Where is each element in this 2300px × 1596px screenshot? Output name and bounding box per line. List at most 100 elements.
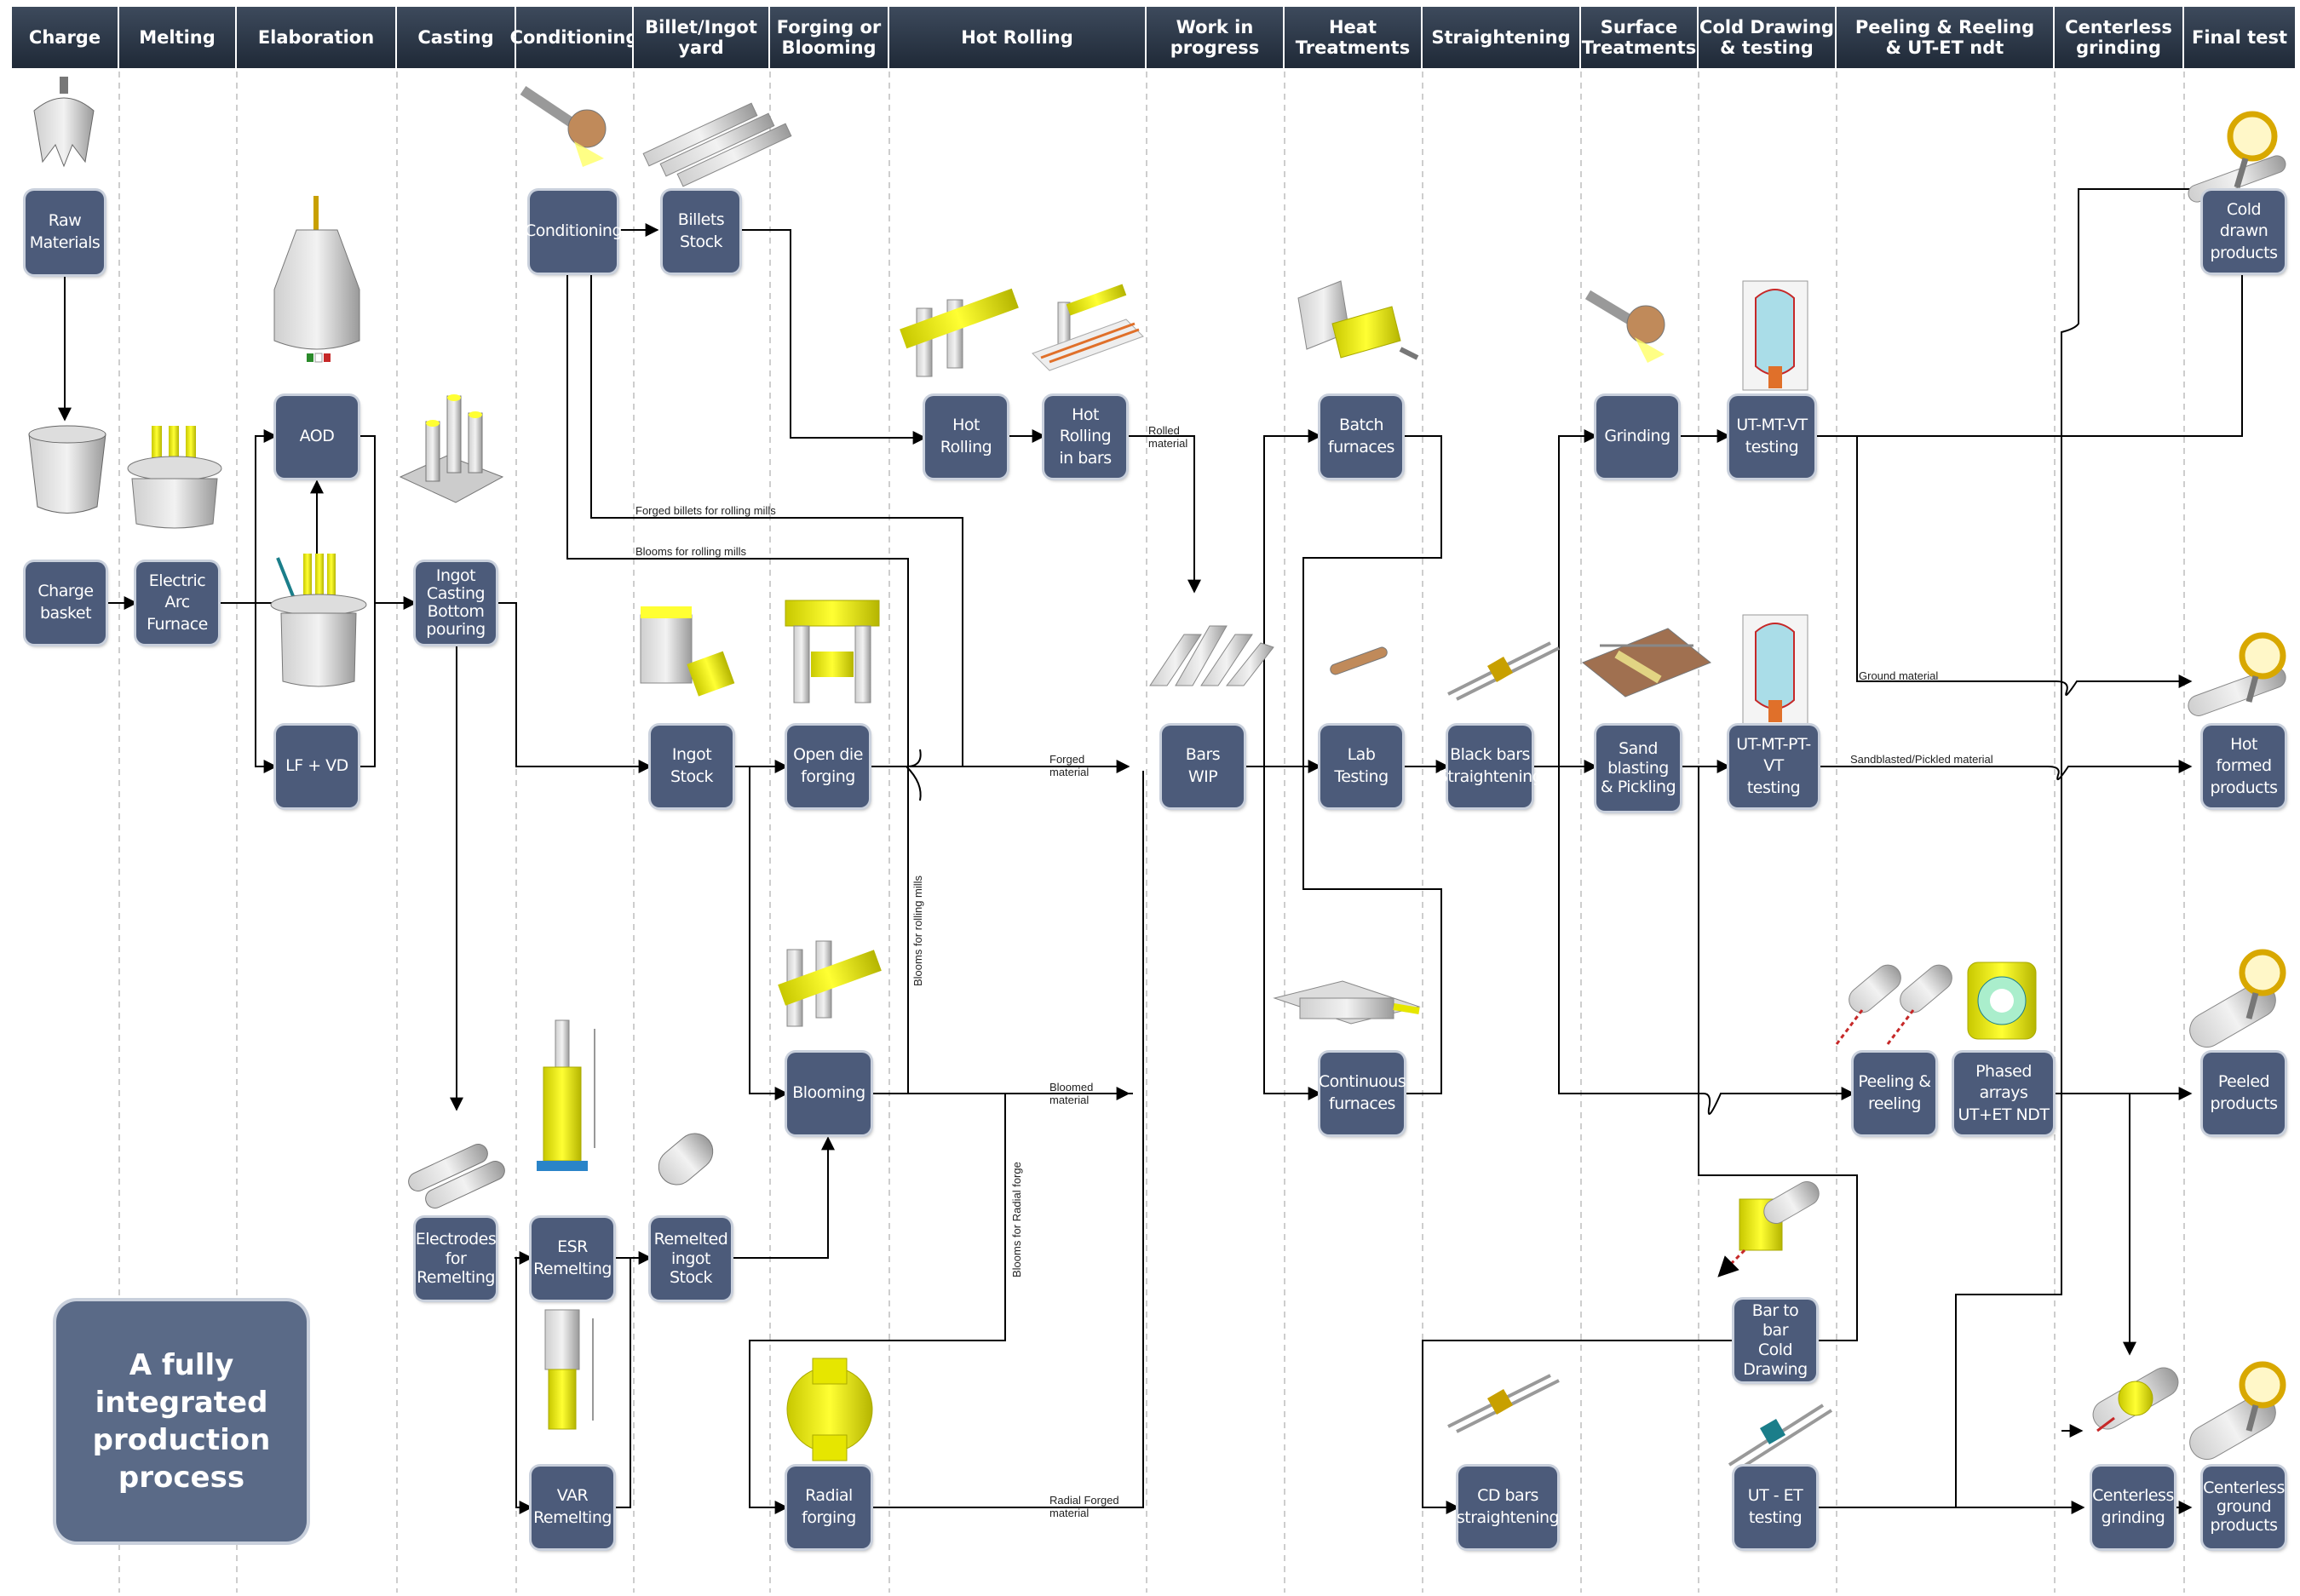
node-electrodes-remelting[interactable]: Electrodes for Remelting [416,1218,497,1300]
header-conditioning: Conditioning [510,7,638,68]
node-aod[interactable]: AOD [276,396,358,478]
peeling-machine-icon [1835,964,1952,1045]
node-charge-basket[interactable]: Charge basket [26,562,106,644]
summary-title: A fully integrated production process [56,1301,307,1541]
node-hot-formed-products[interactable]: Hot formed products [2203,726,2285,807]
blooming-mill-icon [778,940,882,1027]
node-esr-remelting[interactable]: ESR Remelting [532,1218,613,1300]
node-ut-mt-vt-testing[interactable]: UT-MT-VT testing [1729,396,1814,478]
header-hot-rolling: Hot Rolling [889,7,1147,68]
cold-drawing-icon [1717,1181,1820,1277]
node-raw-materials[interactable]: Raw Materials [26,191,104,274]
label-sandblasted-pickled: Sandblasted/Pickled material [1850,753,1993,766]
node-open-die-forging[interactable]: Open die forging [787,726,869,807]
node-bar-to-bar-cold-drawing[interactable]: Bar to bar Cold Drawing [1734,1300,1816,1381]
node-ut-et-testing[interactable]: UT - ET testing [1734,1467,1816,1548]
ut-tester-icon-middle [1742,614,1808,725]
bar-rolling-icon [1032,284,1144,371]
node-var-remelting[interactable]: VAR Remelting [532,1467,613,1548]
grab-icon [33,77,95,168]
header-charge: Charge [12,7,119,68]
header-billet-ingot-yard: Billet/Ingot yard [634,7,770,68]
node-cold-drawn-products[interactable]: Cold drawn products [2203,191,2285,273]
node-continuous-furnaces[interactable]: Continuous furnaces [1319,1053,1406,1134]
header-forging-blooming: Forging or Blooming [770,7,889,68]
var-icon [544,1309,594,1430]
magnifier-hot-formed-icon [2188,632,2286,716]
sandblasting-icon [1582,628,1711,698]
lab-sample-icon [1330,646,1388,675]
header-melting: Melting [119,7,237,68]
ingot-molds-icon [399,394,504,503]
ut-tester-icon-top [1742,280,1808,391]
remelted-ingot-icon [658,1133,714,1186]
esr-icon [537,1019,595,1171]
ut-et-icon [1728,1404,1833,1472]
node-hot-rolling-bars[interactable]: Hot Rolling in bars [1044,396,1126,478]
node-centerless-ground-products[interactable]: Centerless ground products [2203,1467,2285,1548]
node-lf-vd[interactable]: LF + VD [276,726,358,807]
node-hot-rolling[interactable]: Hot Rolling [925,396,1007,478]
node-grinding[interactable]: Grinding [1596,396,1678,478]
aod-converter-icon [273,196,360,363]
label-ground-material: Ground material [1859,669,1938,682]
label-blooms-radial-forge: Blooms for Radial forge [1010,1162,1023,1277]
straightener-icon [1447,641,1560,701]
node-cd-bars-straightening[interactable]: CD bars straightening [1457,1467,1560,1548]
node-conditioning[interactable]: Conditioning [525,191,623,273]
node-electric-arc-furnace[interactable]: Electric Arc Furnace [136,562,218,644]
grinding-wheel-icon [1584,290,1665,363]
node-sand-blasting-pickling[interactable]: Sand blasting & Pickling [1596,726,1680,811]
node-bars-wip[interactable]: Bars WIP [1162,726,1244,807]
connectors [58,188,2249,1514]
node-lab-testing[interactable]: Lab Testing [1320,726,1402,807]
charge-bucket-icon [28,425,106,514]
header-surface-treatments: Surface Treatments [1581,7,1699,68]
node-remelted-ingot-stock[interactable]: Remelted ingot Stock [651,1218,731,1300]
rolling-stand-icon [900,288,1019,377]
ingot-stock-icon [640,606,735,697]
header-heat-treatments: Heat Treatments [1285,7,1423,68]
header-elaboration: Elaboration [237,7,397,68]
continuous-furnace-icon [1273,980,1421,1025]
forging-press-icon [785,600,880,703]
grinder-icon [520,86,607,167]
node-radial-forging[interactable]: Radial forging [787,1467,871,1548]
centerless-grinder-icon [2092,1367,2179,1432]
node-ingot-casting[interactable]: Ingot Casting Bottom pouring [416,562,496,644]
node-ingot-stock[interactable]: Ingot Stock [651,726,733,807]
header-centerless-grinding: Centerless grinding [2055,7,2184,68]
radial-forge-icon [786,1358,873,1461]
bars-wip-icon [1149,625,1274,686]
ladle-furnace-icon [270,554,367,687]
header-final-test: Final test [2184,7,2297,68]
node-blooming[interactable]: Blooming [787,1053,871,1134]
eaf-icon [127,426,222,529]
node-centerless-grinding[interactable]: Centerless grinding [2092,1467,2174,1548]
node-batch-furnaces[interactable]: Batch furnaces [1320,396,1402,478]
batch-furnace-icon [1297,280,1419,360]
header-casting: Casting [397,7,516,68]
billets-icon [642,102,792,187]
electrodes-icon [408,1144,505,1208]
label-blooms-rolling-h: Blooms for rolling mills [635,545,747,558]
label-forged-billets: Forged billets for rolling mills [635,504,776,517]
node-phased-arrays[interactable]: Phased arrays UT+ET NDT [1954,1053,2053,1134]
node-peeled-products[interactable]: Peeled products [2203,1053,2285,1134]
header-work-in-progress: Work in progress [1147,7,1285,68]
magnifier-cold-drawn-icon [2188,111,2286,203]
node-black-bars-straightening[interactable]: Black bars Straightening [1438,726,1543,807]
header-peeling-reeling-ndt: Peeling & Reeling & UT-ET ndt [1837,7,2055,68]
header-straightening: Straightening [1423,7,1581,68]
cd-straightener-icon [1447,1374,1560,1433]
node-ut-mt-pt-vt-testing[interactable]: UT-MT-PT-VT testing [1729,726,1818,807]
node-billets-stock[interactable]: Billets Stock [663,191,739,273]
node-peeling-reeling[interactable]: Peeling & reeling [1854,1053,1935,1134]
